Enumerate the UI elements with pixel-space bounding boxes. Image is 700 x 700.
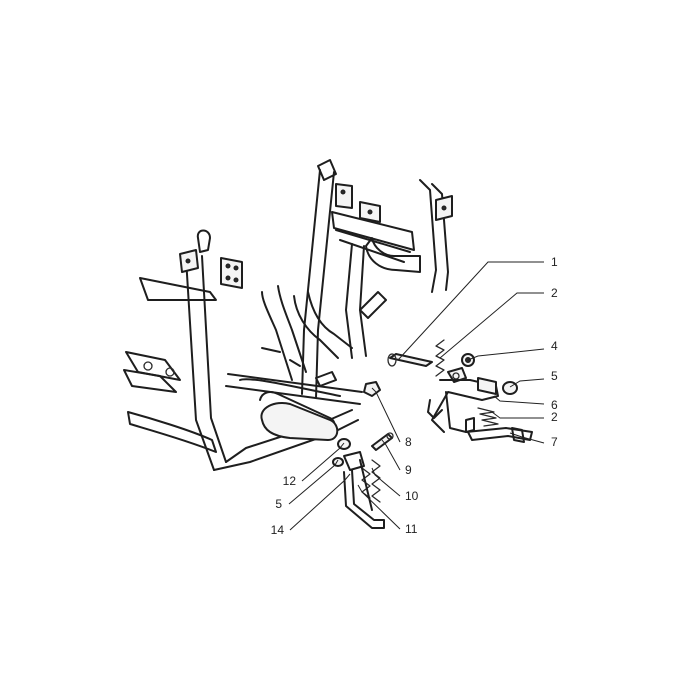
- side-stand-assembly: [332, 381, 394, 529]
- callout-c1: 1: [397, 255, 558, 361]
- callout-number: 9: [405, 463, 412, 477]
- callout-leader-line: [357, 484, 401, 530]
- callout-c8: 8: [371, 387, 412, 449]
- callout-number: 1: [551, 255, 558, 269]
- callout-c11: 11: [357, 484, 418, 536]
- callout-c10: 10: [371, 467, 419, 503]
- callout-c9: 9: [381, 439, 412, 477]
- callout-c5a: 5: [509, 369, 558, 388]
- center-stand: [445, 391, 533, 441]
- callout-c6: 6: [493, 395, 558, 412]
- callout-number: 2: [551, 286, 558, 300]
- callout-leader-line: [509, 378, 545, 388]
- callout-leader-line: [288, 459, 339, 505]
- callout-leader-line: [439, 292, 544, 359]
- callout-leader-line: [301, 442, 345, 482]
- bolt: [371, 433, 393, 451]
- callout-leader-line: [467, 348, 545, 361]
- callout-c12: 12: [283, 442, 345, 488]
- frame-assembly: [123, 159, 453, 471]
- callout-leader-line: [371, 467, 401, 497]
- callout-leader-line: [397, 261, 544, 361]
- callout-c2b: 2: [491, 410, 558, 424]
- callout-number: 10: [405, 489, 419, 503]
- callout-number: 11: [405, 522, 418, 536]
- callout-c4: 4: [467, 339, 558, 361]
- callout-number: 7: [551, 435, 558, 449]
- callout-number: 6: [551, 398, 558, 412]
- callout-number: 4: [551, 339, 558, 353]
- callout-c2a: 2: [439, 286, 558, 359]
- callout-leader-line: [509, 432, 545, 444]
- spacer-tube: [477, 377, 497, 395]
- callout-leader-line: [381, 439, 401, 471]
- callout-number: 5: [551, 369, 558, 383]
- callout-number: 8: [405, 435, 412, 449]
- callout-leader-line: [371, 387, 401, 443]
- callout-number: 14: [271, 523, 285, 537]
- nut: [363, 381, 381, 397]
- callout-leader-line: [491, 411, 544, 419]
- center-stand-assembly: [387, 339, 533, 443]
- return-spring-lower: [477, 407, 499, 427]
- callout-c14: 14: [271, 473, 351, 537]
- side-stand: [343, 451, 365, 471]
- callout-leader-line: [493, 395, 545, 405]
- callout-number: 5: [275, 497, 282, 511]
- callout-c7: 7: [509, 432, 558, 449]
- callout-leader-line: [289, 473, 351, 531]
- callout-c5b: 5: [275, 459, 339, 511]
- callout-number: 2: [551, 410, 558, 424]
- callout-number: 12: [283, 474, 297, 488]
- side-stand-spring: [371, 459, 381, 503]
